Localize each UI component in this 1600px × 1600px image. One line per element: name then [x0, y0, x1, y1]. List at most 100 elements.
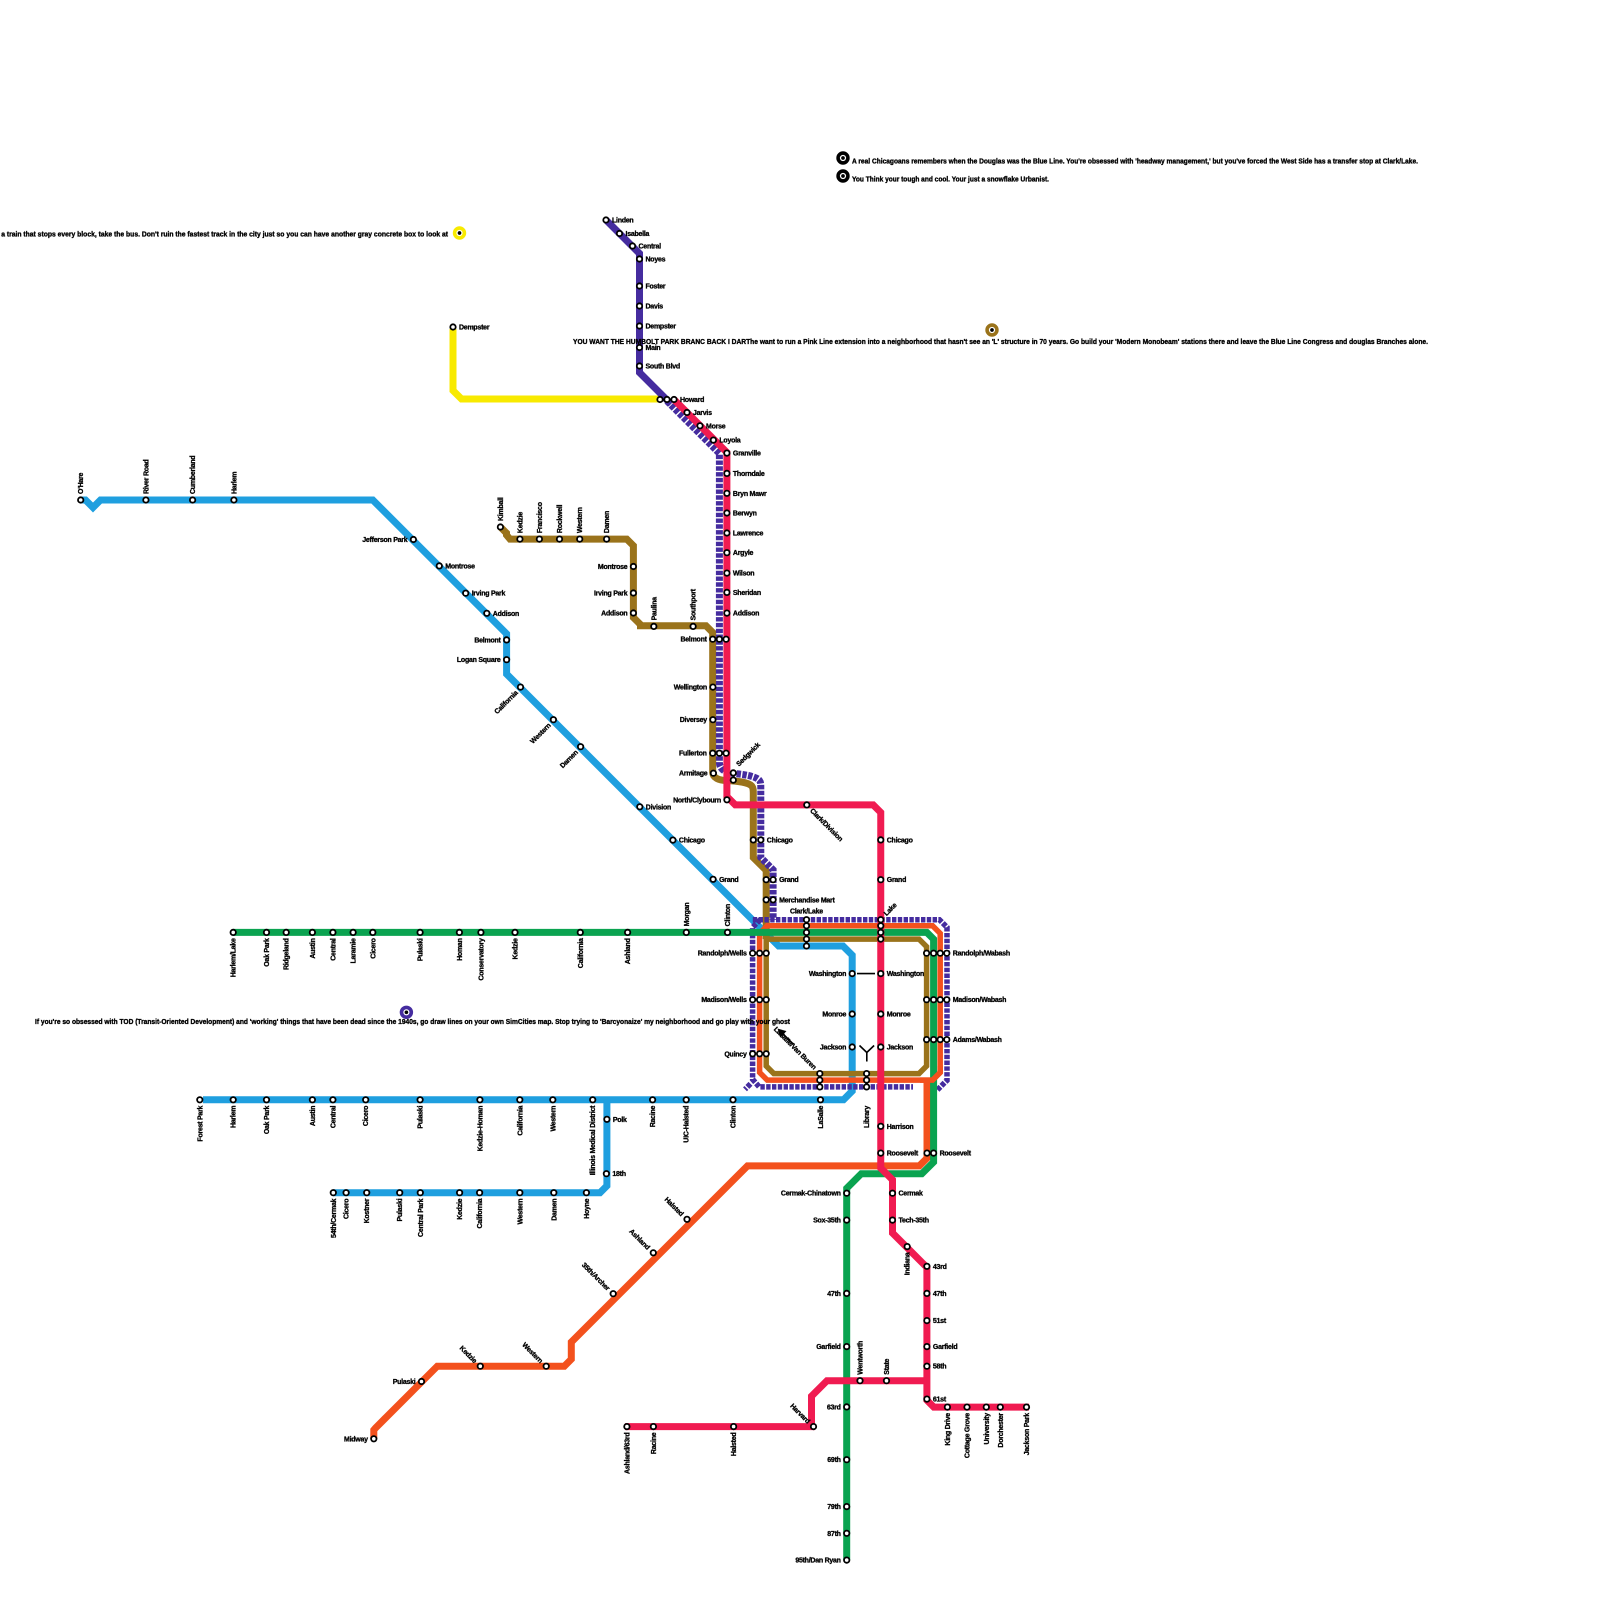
- svg-text:Cermak-Chinatown: Cermak-Chinatown: [781, 1191, 841, 1198]
- svg-text:Ridgeland: Ridgeland: [284, 938, 291, 970]
- svg-text:Monroe: Monroe: [887, 1011, 911, 1018]
- svg-text:Monroe: Monroe: [822, 1011, 846, 1018]
- svg-text:Cicero: Cicero: [344, 1199, 351, 1219]
- svg-text:Tech-35th: Tech-35th: [899, 1218, 929, 1225]
- svg-text:Illinois Medical District: Illinois Medical District: [590, 1105, 597, 1176]
- svg-text:Oak Park: Oak Park: [264, 938, 271, 967]
- svg-text:Central: Central: [330, 938, 337, 961]
- svg-text:River Road: River Road: [143, 460, 150, 494]
- svg-text:Laramie: Laramie: [351, 938, 358, 963]
- svg-text:Granville: Granville: [733, 451, 761, 458]
- svg-text:Randolph/Wells: Randolph/Wells: [698, 951, 747, 958]
- svg-text:Indiana: Indiana: [905, 1252, 912, 1275]
- svg-text:47th: 47th: [933, 1291, 946, 1298]
- svg-text:Central: Central: [639, 243, 662, 250]
- svg-text:Pulaski: Pulaski: [397, 1198, 404, 1221]
- svg-text:King Drive: King Drive: [945, 1413, 952, 1446]
- svg-text:51st: 51st: [933, 1318, 947, 1325]
- svg-text:Harlem: Harlem: [231, 1106, 238, 1128]
- svg-text:Loyola: Loyola: [719, 438, 740, 445]
- svg-text:54th/Cermak: 54th/Cermak: [331, 1198, 338, 1238]
- svg-text:Austin: Austin: [310, 1106, 317, 1126]
- svg-text:87th: 87th: [827, 1531, 840, 1538]
- svg-text:Chicago: Chicago: [679, 838, 705, 845]
- svg-text:Racine: Racine: [651, 1432, 658, 1454]
- svg-text:43rd: 43rd: [933, 1264, 947, 1271]
- svg-text:Homan: Homan: [457, 938, 464, 960]
- svg-text:Jefferson Park: Jefferson Park: [362, 537, 407, 544]
- svg-text:Washington: Washington: [887, 971, 924, 978]
- svg-text:Chicago: Chicago: [887, 837, 913, 844]
- svg-text:Roosevelt: Roosevelt: [940, 1151, 972, 1158]
- svg-text:Wentworth: Wentworth: [857, 1341, 864, 1375]
- svg-text:Kedzie: Kedzie: [512, 938, 519, 959]
- svg-text:UIC-Halsted: UIC-Halsted: [684, 1106, 691, 1143]
- svg-text:Jackson: Jackson: [887, 1044, 913, 1051]
- svg-text:Polk: Polk: [613, 1117, 627, 1124]
- svg-text:79th: 79th: [827, 1504, 840, 1511]
- svg-text:Garfield: Garfield: [816, 1344, 840, 1351]
- svg-text:Howard: Howard: [680, 397, 704, 404]
- svg-text:Logan Square: Logan Square: [457, 657, 501, 664]
- svg-text:Fullerton: Fullerton: [679, 751, 707, 758]
- svg-text:Kedzie: Kedzie: [517, 512, 524, 533]
- svg-text:Jackson: Jackson: [820, 1044, 846, 1051]
- svg-text:Garfield: Garfield: [933, 1344, 957, 1351]
- svg-text:Wilson: Wilson: [733, 571, 754, 578]
- svg-text:Western: Western: [550, 1106, 557, 1132]
- svg-text:Austin: Austin: [310, 938, 317, 958]
- svg-text:Adams/Wabash: Adams/Wabash: [953, 1037, 1002, 1044]
- svg-text:Harrison: Harrison: [887, 1124, 914, 1131]
- svg-text:61st: 61st: [933, 1397, 947, 1404]
- svg-text:Clark/Lake: Clark/Lake: [790, 908, 823, 915]
- svg-text:Dempster: Dempster: [646, 323, 677, 330]
- svg-text:69th: 69th: [827, 1457, 840, 1464]
- svg-text:Damen: Damen: [551, 1199, 558, 1221]
- svg-text:Washington: Washington: [809, 971, 846, 978]
- svg-text:Dorchester: Dorchester: [998, 1413, 1005, 1448]
- svg-text:Sox-35th: Sox-35th: [813, 1218, 841, 1225]
- svg-text:Ashland: Ashland: [625, 938, 632, 964]
- svg-text:Linden: Linden: [612, 217, 633, 224]
- svg-text:Damen: Damen: [604, 511, 611, 533]
- svg-text:Oak Park: Oak Park: [264, 1105, 271, 1134]
- svg-text:Morgan: Morgan: [684, 903, 691, 927]
- svg-text:State: State: [884, 1358, 891, 1374]
- svg-text:Southport: Southport: [691, 588, 698, 620]
- svg-text:Noyes: Noyes: [646, 256, 666, 263]
- svg-text:Addison: Addison: [733, 611, 759, 618]
- svg-text:LaSalle: LaSalle: [818, 1105, 825, 1128]
- svg-text:If you're so obsessed with TOD: If you're so obsessed with TOD (Transit-…: [35, 1017, 790, 1026]
- svg-text:Kostner: Kostner: [364, 1198, 371, 1223]
- svg-text:Cicero: Cicero: [370, 938, 377, 958]
- svg-text:Jarvis: Jarvis: [693, 410, 712, 417]
- svg-text:Morse: Morse: [706, 423, 726, 430]
- svg-text:Irving Park: Irving Park: [594, 590, 628, 597]
- svg-text:Merchandise Mart: Merchandise Mart: [779, 897, 835, 904]
- svg-text:Grand: Grand: [887, 877, 906, 884]
- svg-text:Cottage Grove: Cottage Grove: [964, 1413, 971, 1458]
- svg-text:Clinton: Clinton: [730, 1106, 737, 1128]
- svg-text:O'Hare: O'Hare: [78, 472, 85, 494]
- svg-text:Montrose: Montrose: [445, 563, 475, 570]
- svg-text:Argyle: Argyle: [733, 550, 754, 557]
- svg-text:Pulaski: Pulaski: [418, 1105, 425, 1128]
- svg-text:Hoyne: Hoyne: [584, 1198, 591, 1219]
- svg-text:Western: Western: [577, 507, 584, 533]
- svg-text:If you want a train that stops: If you want a train that stops every blo…: [0, 230, 448, 239]
- svg-text:Berwyn: Berwyn: [733, 510, 757, 517]
- svg-text:You Think your tough and cool.: You Think your tough and cool. Your just…: [852, 175, 1049, 184]
- svg-text:Kedzie: Kedzie: [457, 1198, 464, 1219]
- svg-text:Cermak: Cermak: [899, 1191, 924, 1198]
- svg-text:Cicero: Cicero: [363, 1106, 370, 1126]
- svg-text:Library: Library: [864, 1106, 871, 1128]
- svg-text:Harlem/Lake: Harlem/Lake: [231, 938, 238, 977]
- svg-text:A real Chicagoans remembers wh: A real Chicagoans remembers when the Dou…: [852, 157, 1418, 166]
- svg-text:Grand: Grand: [719, 877, 738, 884]
- svg-text:Montrose: Montrose: [598, 564, 628, 571]
- svg-text:Davis: Davis: [646, 303, 664, 310]
- svg-text:Sheridan: Sheridan: [733, 590, 761, 597]
- svg-text:Dempster: Dempster: [459, 324, 490, 331]
- svg-text:Paulina: Paulina: [651, 597, 658, 621]
- svg-text:Chicago: Chicago: [767, 837, 793, 844]
